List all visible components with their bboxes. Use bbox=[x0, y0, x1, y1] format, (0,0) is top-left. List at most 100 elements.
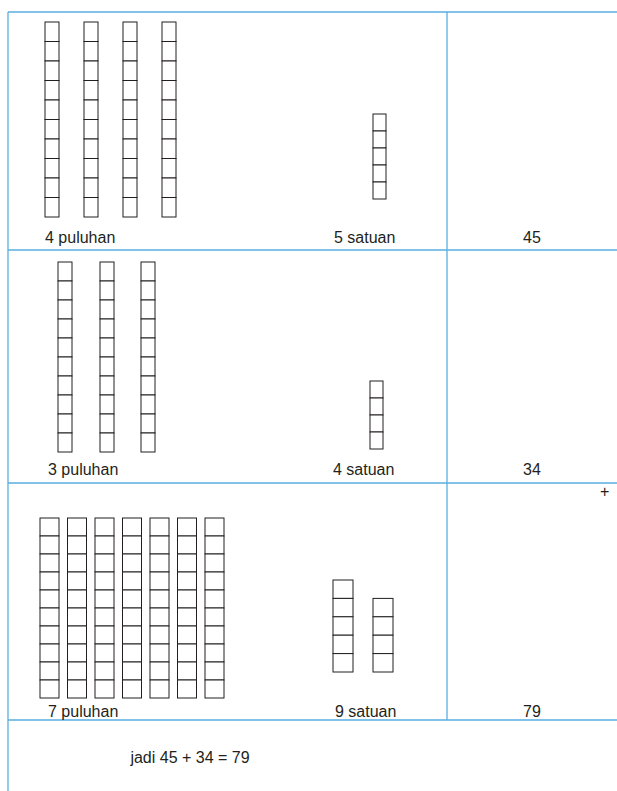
tens-rod-square bbox=[100, 338, 114, 357]
table-cell-text: 9 satuan bbox=[335, 703, 396, 721]
tens-rod-square bbox=[205, 554, 224, 572]
tens-rod-square bbox=[40, 536, 59, 554]
tens-rod-square bbox=[95, 572, 114, 590]
tens-rod-square bbox=[123, 198, 137, 218]
tens-rod-square bbox=[150, 608, 169, 626]
tens-rod-square bbox=[178, 608, 197, 626]
tens-rod-square bbox=[58, 414, 72, 433]
tens-rod-square bbox=[123, 680, 142, 698]
unit-cube bbox=[333, 654, 353, 672]
tens-rod-square bbox=[45, 120, 59, 140]
tens-rod-square bbox=[123, 518, 142, 536]
tens-rod-square bbox=[162, 81, 176, 101]
tens-rod-square bbox=[100, 281, 114, 300]
tens-rod-square bbox=[45, 61, 59, 81]
tens-rod-square bbox=[45, 139, 59, 159]
tens-rod-square bbox=[58, 338, 72, 357]
tens-rod-square bbox=[40, 626, 59, 644]
unit-cube bbox=[333, 617, 353, 635]
tens-rod-square bbox=[100, 319, 114, 338]
tens-rod-square bbox=[84, 22, 98, 42]
tens-rod-square bbox=[68, 590, 87, 608]
tens-rod-square bbox=[95, 626, 114, 644]
tens-rod-square bbox=[95, 536, 114, 554]
tens-rod-square bbox=[150, 518, 169, 536]
table-cell-text: 3 puluhan bbox=[48, 461, 118, 479]
tens-rod-square bbox=[40, 518, 59, 536]
unit-cube bbox=[370, 432, 383, 449]
tens-rod-square bbox=[100, 357, 114, 376]
block-group bbox=[40, 22, 393, 698]
tens-rod-square bbox=[58, 281, 72, 300]
unit-cube bbox=[333, 635, 353, 653]
tens-rod-square bbox=[205, 518, 224, 536]
tens-rod-square bbox=[205, 644, 224, 662]
tens-rod-square bbox=[205, 590, 224, 608]
tens-rod-square bbox=[58, 376, 72, 395]
tens-rod-square bbox=[141, 319, 155, 338]
tens-rod-square bbox=[84, 100, 98, 120]
tens-rod-square bbox=[162, 100, 176, 120]
tens-rod-square bbox=[178, 554, 197, 572]
tens-rod-square bbox=[58, 433, 72, 452]
table-cell-text: 7 puluhan bbox=[48, 703, 118, 721]
tens-rod-square bbox=[100, 300, 114, 319]
unit-cube bbox=[373, 654, 393, 672]
tens-rod-square bbox=[141, 433, 155, 452]
tens-rod-square bbox=[45, 159, 59, 179]
tens-rod-square bbox=[95, 608, 114, 626]
tens-rod-square bbox=[178, 626, 197, 644]
tens-rod-square bbox=[141, 300, 155, 319]
tens-rod-square bbox=[95, 590, 114, 608]
tens-rod-square bbox=[68, 572, 87, 590]
tens-rod-square bbox=[68, 644, 87, 662]
tens-rod-square bbox=[123, 159, 137, 179]
table-cell-text: jadi 45 + 34 = 79 bbox=[130, 749, 249, 767]
table-cell-text: 79 bbox=[523, 703, 541, 721]
table-cell-text: 4 puluhan bbox=[45, 229, 115, 247]
tens-rod-square bbox=[100, 395, 114, 414]
tens-rod-square bbox=[141, 262, 155, 281]
tens-rod-square bbox=[205, 680, 224, 698]
grid-line bbox=[7, 12, 8, 791]
unit-cube bbox=[333, 580, 353, 598]
grid-line bbox=[446, 12, 447, 720]
tens-rod-square bbox=[68, 608, 87, 626]
tens-rod-square bbox=[205, 626, 224, 644]
tens-rod-square bbox=[100, 262, 114, 281]
tens-rod-square bbox=[84, 61, 98, 81]
unit-cube bbox=[373, 598, 393, 616]
tens-rod-square bbox=[95, 554, 114, 572]
table-cell-text: 4 satuan bbox=[333, 461, 394, 479]
tens-rod-square bbox=[45, 42, 59, 62]
tens-rod-square bbox=[162, 159, 176, 179]
tens-rod-square bbox=[162, 120, 176, 140]
table-cell-text: 5 satuan bbox=[334, 229, 395, 247]
tens-rod-square bbox=[123, 554, 142, 572]
unit-cube bbox=[373, 617, 393, 635]
tens-rod-square bbox=[45, 198, 59, 218]
unit-cube bbox=[333, 598, 353, 616]
tens-rod-square bbox=[123, 100, 137, 120]
tens-rod-square bbox=[123, 42, 137, 62]
tens-rod-square bbox=[45, 81, 59, 101]
unit-cube bbox=[370, 381, 383, 398]
unit-cube bbox=[373, 165, 386, 182]
tens-rod-square bbox=[123, 178, 137, 198]
tens-rod-square bbox=[95, 518, 114, 536]
table-cell-text: 34 bbox=[523, 461, 541, 479]
grid-line bbox=[8, 482, 617, 483]
tens-rod-square bbox=[123, 662, 142, 680]
grid-line bbox=[8, 11, 617, 12]
tens-rod-square bbox=[68, 554, 87, 572]
tens-rod-square bbox=[178, 662, 197, 680]
tens-rod-square bbox=[68, 536, 87, 554]
tens-rod-square bbox=[178, 536, 197, 554]
unit-cube bbox=[370, 398, 383, 415]
tens-rod-square bbox=[95, 680, 114, 698]
tens-rod-square bbox=[150, 572, 169, 590]
tens-rod-square bbox=[162, 139, 176, 159]
tens-rod-square bbox=[123, 608, 142, 626]
